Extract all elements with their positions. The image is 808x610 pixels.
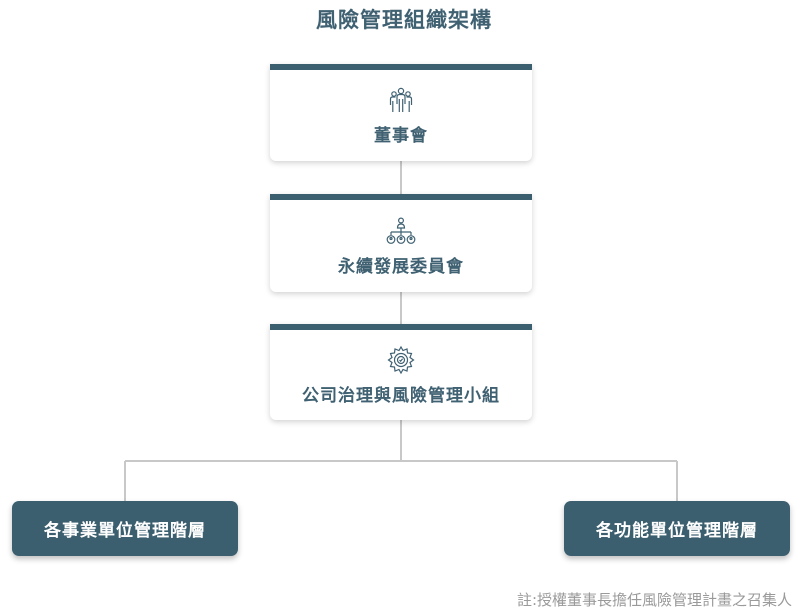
board-label: 董事會 bbox=[374, 126, 428, 146]
governance-risk-group-label: 公司治理與風險管理小組 bbox=[302, 385, 500, 406]
functional-units-label: 各功能單位管理階層 bbox=[596, 521, 758, 541]
governance-risk-group-node: 公司治理與風險管理小組 bbox=[270, 324, 532, 420]
functional-units-node: 各功能單位管理階層 bbox=[564, 501, 790, 556]
business-units-label: 各事業單位管理階層 bbox=[44, 521, 206, 541]
business-units-node: 各事業單位管理階層 bbox=[12, 501, 238, 556]
diagram-title: 風險管理組織架構 bbox=[316, 8, 492, 32]
board-node: 董事會 bbox=[270, 64, 532, 161]
sustainability-committee-label: 永續發展委員會 bbox=[338, 256, 464, 277]
people-group-icon bbox=[389, 87, 413, 112]
sustainability-committee-node: 永續發展委員會 bbox=[270, 194, 532, 292]
gear-icon bbox=[387, 345, 415, 374]
footnote: 註:授權董事長擔任風險管理計畫之召集人 bbox=[516, 591, 792, 609]
hierarchy-icon bbox=[386, 216, 416, 244]
